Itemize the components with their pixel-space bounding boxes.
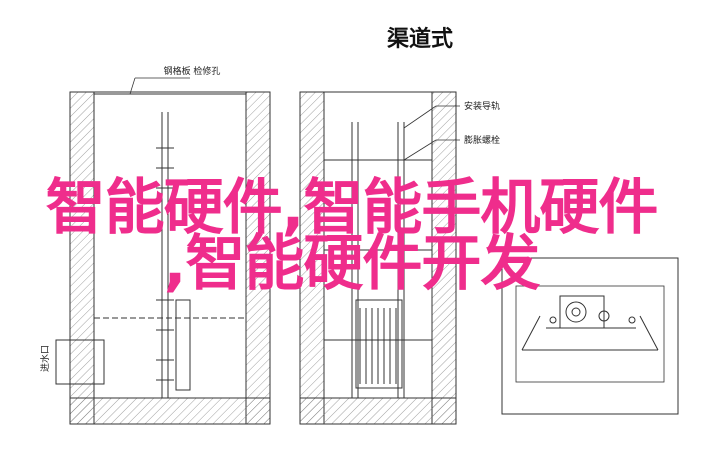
middle-section-drawing [299,91,460,425]
label-water-inlet: 进水口 [39,345,51,372]
right-plan-drawing [501,257,679,415]
left-section-drawing [55,77,271,425]
overlay-title-line-1: 智能硬件,智能手机硬件 [45,173,659,243]
overlay-title-line-2: ,智能硬件开发 [163,229,541,299]
label-expansion-bolt: 膨胀螺栓 [464,134,500,146]
label-guide-rail: 安装导轨 [464,100,500,112]
label-steel-plate: 钢格板 检修孔 [164,65,221,77]
diagram-title: 渠道式 [387,26,453,52]
